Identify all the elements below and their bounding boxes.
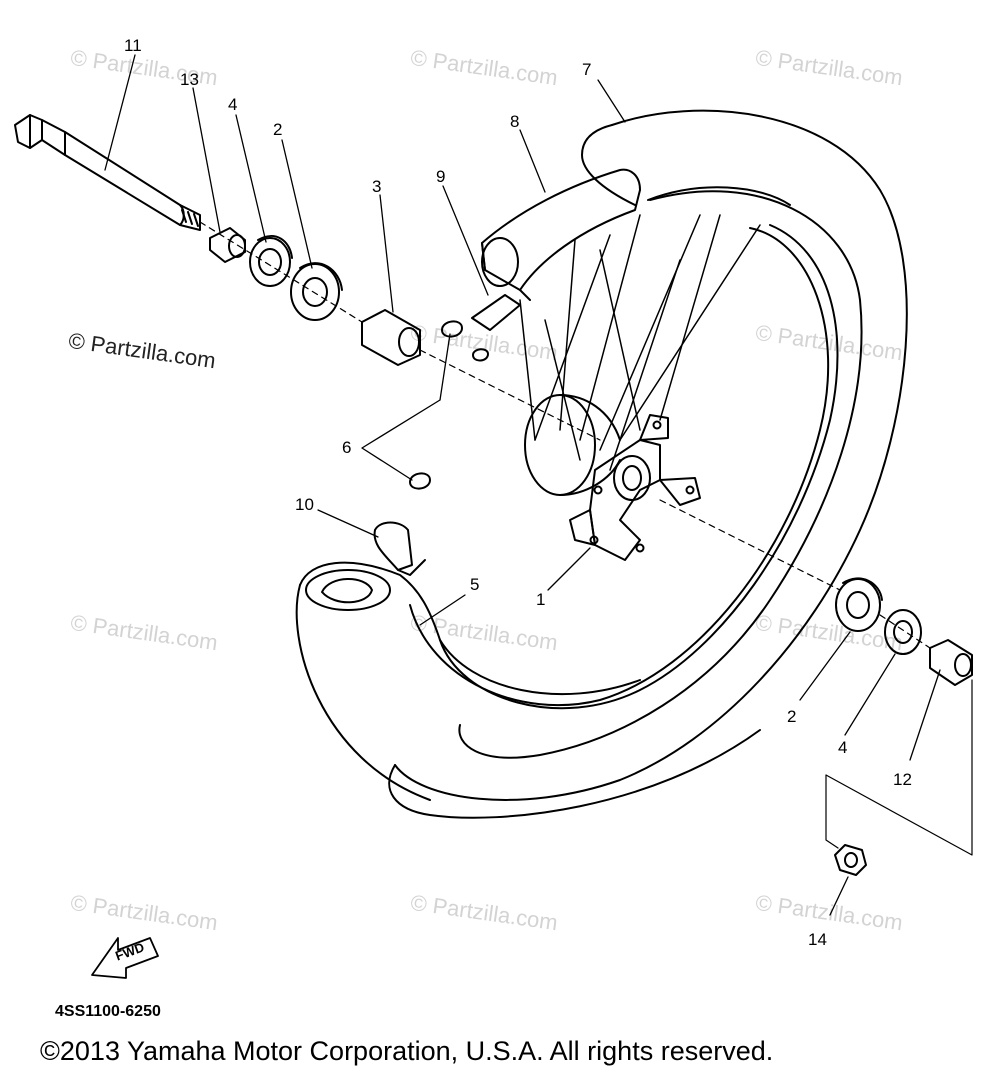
diagram-code: 4SS1100-6250 [55, 1003, 161, 1020]
rim-part-5[interactable] [295, 224, 839, 801]
callout-4: 4 [228, 95, 238, 114]
bearing-part-2-left[interactable] [290, 262, 343, 321]
callout-11: 11 [124, 36, 142, 55]
callout-2: 2 [273, 120, 283, 139]
callout-3: 3 [372, 177, 382, 196]
callout-10: 10 [295, 495, 314, 514]
callout-2-right: 2 [787, 707, 797, 726]
valve-part-10[interactable] [373, 521, 426, 576]
nipple-part-6-b[interactable] [409, 472, 431, 490]
callout-8: 8 [510, 112, 520, 131]
tire-part-7[interactable] [388, 109, 908, 819]
fwd-arrow-icon [91, 937, 159, 979]
callout-6: 6 [342, 438, 352, 457]
callout-5: 5 [470, 575, 480, 594]
collar-part-13[interactable] [209, 227, 246, 263]
oil-seal-part-4-right[interactable] [884, 609, 922, 655]
hub-part-1[interactable] [524, 394, 701, 561]
spokes [519, 214, 761, 471]
callout-9: 9 [436, 167, 446, 186]
callout-13: 13 [180, 70, 199, 89]
leader-lines [104, 54, 973, 916]
axle-part-11[interactable] [14, 114, 201, 231]
nut-part-14[interactable] [834, 844, 867, 876]
oil-seal-part-4-left[interactable] [249, 235, 293, 287]
callout-4-right: 4 [838, 738, 848, 757]
center-axis-line [199, 221, 931, 649]
callout-12: 12 [893, 770, 912, 789]
callout-7: 7 [582, 60, 592, 79]
copyright-notice: ©2013 Yamaha Motor Corporation, U.S.A. A… [40, 1036, 774, 1066]
bearing-part-2-right[interactable] [835, 577, 883, 632]
callout-14: 14 [808, 930, 827, 949]
tube-part-8[interactable] [481, 168, 641, 301]
callout-1: 1 [536, 590, 546, 609]
nipple-part-6-c[interactable] [472, 348, 489, 362]
nipple-part-6-a[interactable] [441, 320, 463, 338]
spacer-part-3[interactable] [361, 309, 421, 366]
collar-part-12[interactable] [929, 639, 973, 686]
rim-band-part-9[interactable] [471, 294, 521, 331]
